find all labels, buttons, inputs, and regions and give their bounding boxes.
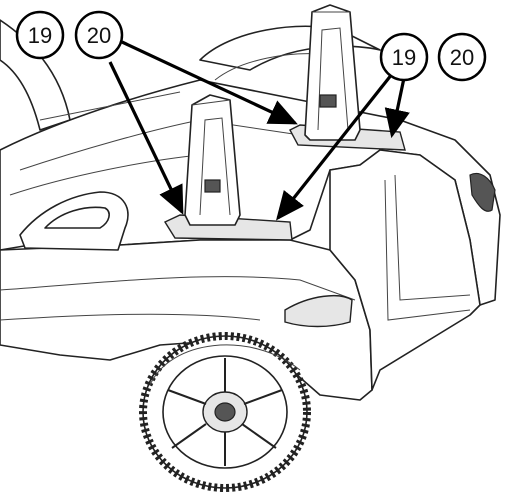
callout-label-19: 19: [392, 45, 416, 70]
callout-left: 19 20: [15, 10, 124, 60]
callout-label-20: 20: [87, 23, 111, 48]
callout-label-20: 20: [450, 45, 474, 70]
armrest: [19, 191, 129, 251]
callout-circle-20: [437, 32, 487, 82]
callout-label-19: 19: [28, 23, 52, 48]
right-seat-bracket: [289, 4, 406, 151]
callout-right: 19 20: [379, 32, 487, 82]
callout-circle-20: [74, 10, 124, 60]
callout-circle-19: [15, 10, 65, 60]
callout-arrows: [108, 40, 410, 221]
left-seat-bracket: [163, 94, 293, 241]
callout-circle-19: [379, 32, 429, 82]
rear-wheel: [139, 332, 311, 492]
